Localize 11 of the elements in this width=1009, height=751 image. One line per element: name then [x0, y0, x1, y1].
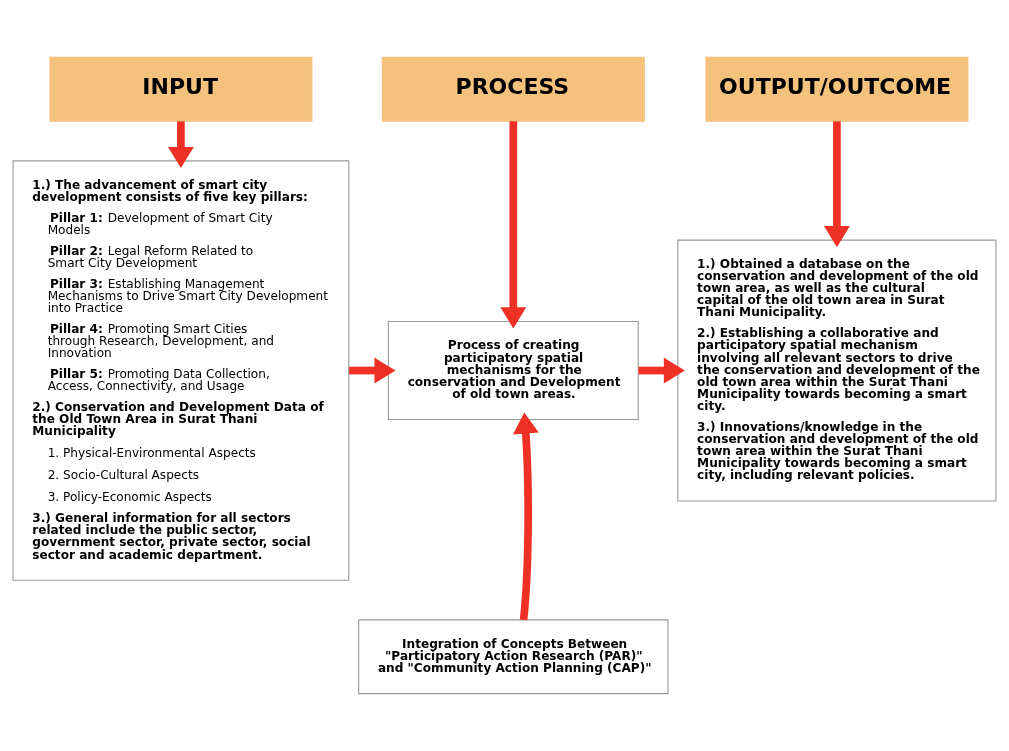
- node-box: Process of creating participatory spatial mechanisms for the conservation and Development of old town areas.: [387, 321, 639, 421]
- arrow: [512, 412, 539, 621]
- node-box: 1.) Obtained a database on the conservation and development of the old town area, as well as the cultural capital of the old town area in Surat Thani Municipality. 2.) Establishing a collaborative and participatory spatial mechanism involving all relevant sectors to drive the conservation and development of the old town area within the Surat Thani Municipality towards becoming a smart city. 3.) Innovations/knowledge in the conservation and development of the old town area within the Surat Thani Municipality towards becoming a smart city, including relevant policies.: [677, 239, 997, 502]
- arrow: [823, 121, 850, 248]
- node-box: OUTPUT/OUTCOME: [705, 56, 969, 122]
- node-box: 1.) The advancement of smart city development consists of five key pillars: Pillar 1: Development of Smart City Models Pillar 2: Legal Reform Related to Smart City Development Pillar 3: Establishing Management Mechanisms to Drive Smart City Development into Practice Pillar 4: Promoting Smart Cities through Research, Development, and Innovation Pillar 5: Promoting Data Collection, Access, Connectivity, and Usage 2.) Conservation and Development Data of the Old Town Area in Surat Thani Municipality 1. Physical-Environmental Aspects 2. Socio-Cultural Aspects 3. Policy-Economic Aspects 3.) General information for all sectors related include the public sector, government sector, private sector, social sector and academic department.: [12, 160, 350, 581]
- node-box: PROCESS: [381, 56, 645, 122]
- node-box: Integration of Concepts Between "Participatory Action Research (PAR)" and "Community Action Planning (CAP)": [358, 619, 669, 695]
- arrow: [500, 121, 527, 329]
- arrow: [167, 121, 194, 169]
- node-box: INPUT: [49, 56, 313, 122]
